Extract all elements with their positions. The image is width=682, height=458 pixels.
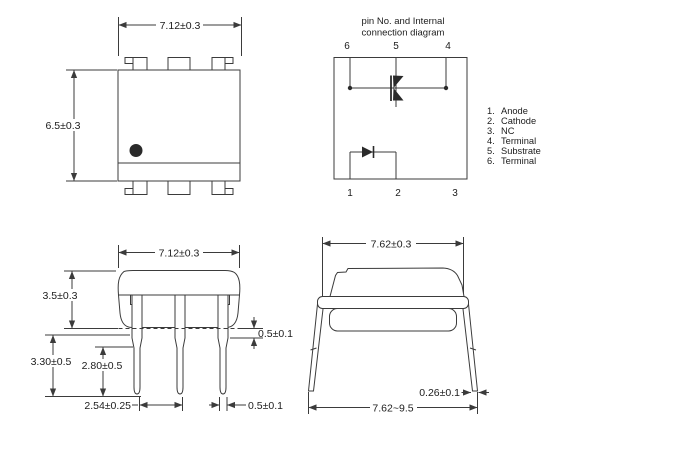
front-view: 7.12±0.3 3.5±0.3 3.30±0.5 2.80±0.5	[28, 245, 293, 412]
standoff-label: 0.5±0.1	[258, 328, 293, 340]
package-base-side	[329, 308, 457, 332]
top-view: 7.12±0.3 6.5±0.3	[39, 17, 242, 195]
lead-step-mark	[130, 295, 132, 305]
legend-label: Terminal	[501, 136, 536, 146]
lead-span-label: 7.62~9.5	[372, 403, 413, 415]
legend-label: Anode	[501, 106, 528, 116]
legend-label: Substrate	[501, 146, 541, 156]
diagram-outline-box	[333, 57, 468, 180]
pin-number-2: 2	[395, 188, 401, 199]
side-view: 7.62±0.3 7.62~9.5 0.26±0.1	[307, 237, 489, 415]
triac-triangle-upper	[393, 75, 404, 88]
mold-tab	[132, 180, 148, 195]
lead-bend-mark	[310, 347, 317, 351]
pin-number-4: 4	[445, 41, 451, 52]
label-bg	[28, 355, 75, 367]
triac-triangle-lower	[393, 88, 404, 101]
pin-number-1: 1	[347, 188, 353, 199]
mold-tab-notch	[124, 57, 134, 64]
diagram-title-line1: pin No. and Internal	[362, 16, 445, 27]
mold-tab	[167, 57, 191, 71]
pin-number-3: 3	[452, 188, 458, 199]
label-bg	[370, 401, 417, 414]
mold-tab-notch	[224, 57, 234, 64]
pin1-index-dot	[129, 144, 143, 157]
mold-tab	[211, 57, 226, 71]
legend-num: 2.	[487, 116, 495, 126]
package-flange-side	[317, 296, 469, 309]
diagram-title-line2: connection diagram	[362, 28, 445, 39]
mold-tab	[132, 57, 148, 71]
mold-tab	[211, 180, 226, 195]
top-width-label: 7.12±0.3	[160, 20, 201, 32]
lead-inner-label: 2.80±0.5	[82, 360, 123, 372]
front-lead-1	[131, 294, 143, 395]
label-bg	[155, 246, 203, 259]
label-bg	[156, 19, 203, 31]
pitch-label: 2.54±0.25	[84, 400, 131, 412]
side-lead-right	[462, 302, 479, 392]
side-width-label: 7.62±0.3	[371, 239, 412, 251]
junction-dot	[347, 85, 353, 91]
diode-triangle	[362, 146, 373, 158]
side-lead-left	[307, 302, 324, 392]
lead-thickness-label: 0.26±0.1	[419, 387, 460, 399]
body-height-label: 3.5±0.3	[43, 290, 78, 302]
front-lead-2	[174, 294, 186, 395]
legend-num: 4.	[487, 136, 495, 146]
led-diode-icon	[362, 146, 375, 158]
legend-num: 3.	[487, 126, 495, 136]
label-bg	[366, 237, 416, 250]
legend-label: Cathode	[501, 116, 536, 126]
pin-number-6: 6	[344, 41, 350, 52]
lead-bend-mark	[469, 347, 477, 351]
legend-label: NC	[501, 126, 515, 136]
lead-step-mark	[228, 295, 230, 305]
top-height-label: 6.5±0.3	[46, 120, 81, 132]
front-width-label: 7.12±0.3	[159, 248, 200, 260]
package-cap-front	[117, 270, 241, 296]
mold-tab-notch	[124, 188, 134, 195]
package-body-top-view	[117, 69, 241, 182]
legend-num: 5.	[487, 146, 495, 156]
triac-symbol-icon	[390, 75, 404, 101]
legend-label: Terminal	[501, 156, 536, 166]
mold-tab	[167, 180, 191, 195]
connection-diagram: pin No. and Internal connection diagram …	[333, 16, 541, 199]
legend-num: 6.	[487, 156, 495, 166]
lead-width-label: 0.5±0.1	[248, 400, 283, 412]
pin-number-5: 5	[393, 41, 399, 52]
pin-function-legend: 1. Anode 2. Cathode 3. NC 4. Terminal 5.…	[487, 106, 541, 166]
package-cap-side	[329, 267, 465, 297]
label-bg	[79, 359, 126, 371]
label-bg	[37, 289, 83, 301]
mold-tab-notch	[224, 188, 234, 195]
legend-num: 1.	[487, 106, 495, 116]
junction-dot	[443, 85, 449, 91]
front-lead-3	[217, 294, 229, 395]
lead-length-label: 3.30±0.5	[31, 356, 72, 368]
label-bg	[39, 119, 87, 131]
